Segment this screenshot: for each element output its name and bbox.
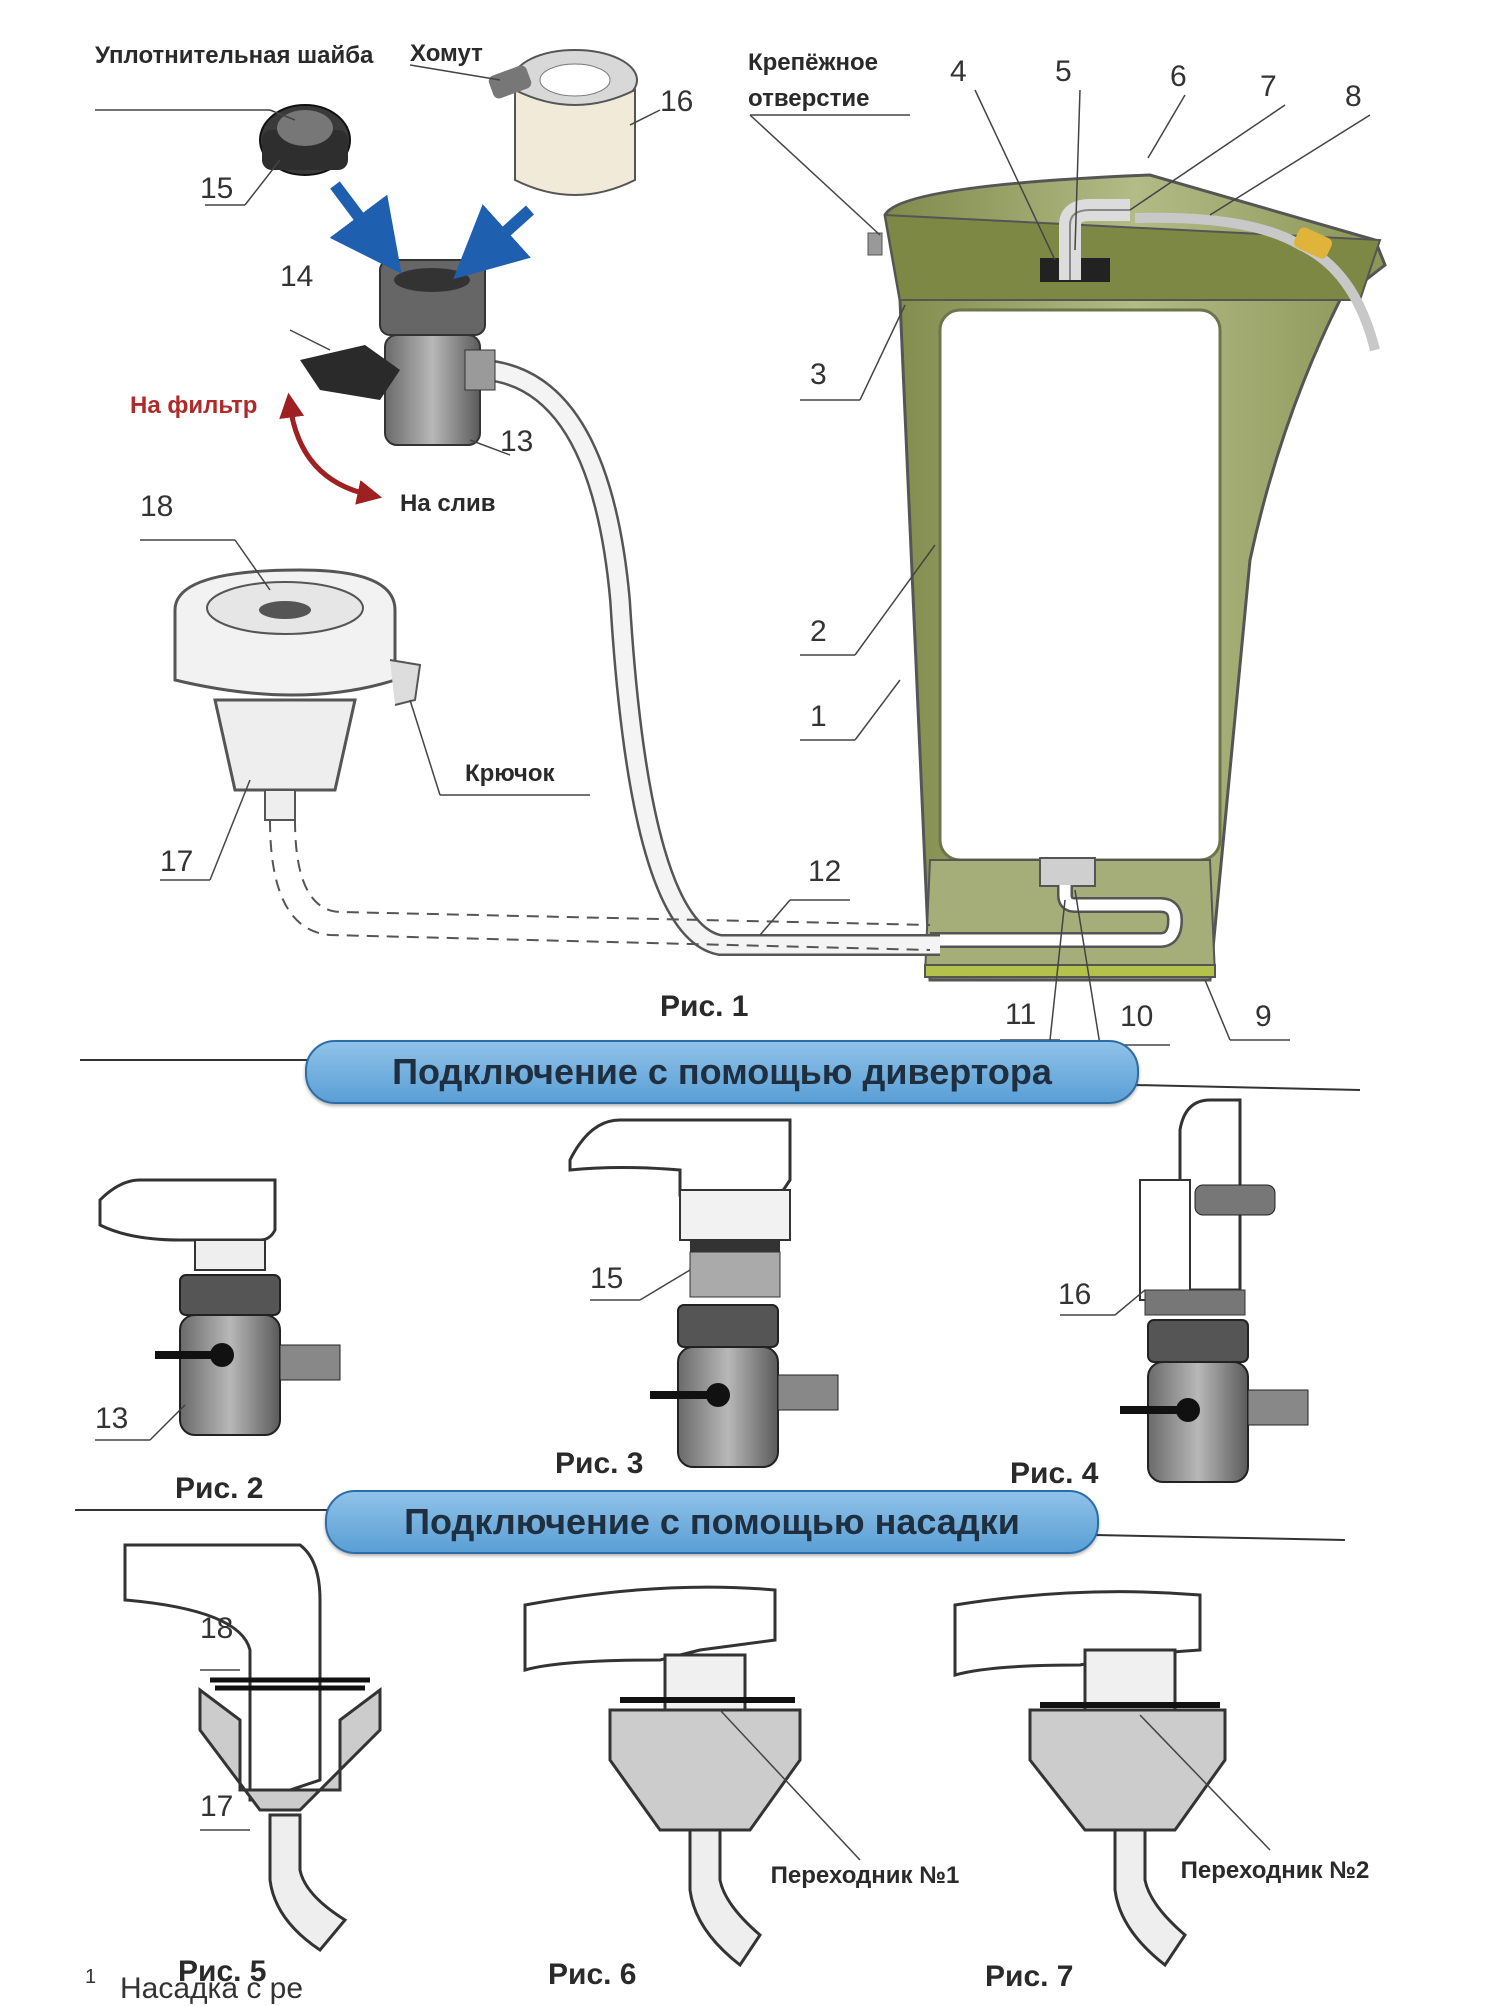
footnote-mark: 1	[85, 1966, 97, 1988]
part-number-8: 8	[1345, 80, 1362, 113]
fig5-part-18: 18	[200, 1612, 234, 1645]
filter-housing	[867, 173, 1387, 982]
leader-lines	[95, 64, 1371, 1046]
clamp-part	[488, 49, 638, 196]
footnote-text: Насадка с ре	[120, 1972, 304, 2005]
arrow-icon	[329, 181, 402, 274]
diverter-assembly	[300, 259, 496, 446]
part-number-16: 16	[660, 85, 694, 118]
part-number-2: 2	[810, 615, 827, 648]
caption-fig1: Рис. 1	[660, 990, 749, 1023]
part-number-5: 5	[1055, 55, 1072, 88]
arrow-icon	[453, 204, 535, 280]
fig6-drawing	[523, 1585, 802, 1968]
part-number-18: 18	[140, 490, 174, 523]
fig2-part-13: 13	[95, 1402, 129, 1435]
seal-washer-part	[259, 104, 351, 176]
part-number-15: 15	[200, 172, 234, 205]
caption-fig6: Рис. 6	[548, 1958, 637, 1991]
label-clamp: Хомут	[410, 40, 483, 67]
section-banner-diverter: Подключение с помощью дивертора	[305, 1040, 1139, 1104]
part-number-1: 1	[810, 700, 827, 733]
part-number-4: 4	[950, 55, 967, 88]
part-number-14: 14	[280, 260, 314, 293]
fig5-part-17: 17	[200, 1790, 234, 1823]
switch-arrow-icon	[279, 392, 383, 505]
label-to-filter: На фильтр	[130, 392, 258, 419]
caption-fig4: Рис. 4	[1010, 1457, 1099, 1490]
part-number-9: 9	[1255, 1000, 1272, 1033]
fig3-drawing	[568, 1118, 839, 1468]
label-mount-hole: Крепёжное отверстие	[748, 49, 879, 112]
fig4-drawing	[1120, 1098, 1309, 1483]
caption-fig2: Рис. 2	[175, 1472, 264, 1505]
label-seal-washer: Уплотнительная шайба	[95, 42, 374, 69]
label-to-drain: На слив	[400, 490, 496, 517]
part-number-6: 6	[1170, 60, 1187, 93]
section-banner-nozzle: Подключение с помощью насадки	[325, 1490, 1099, 1554]
part-number-10: 10	[1120, 1000, 1154, 1033]
fig4-part-16: 16	[1058, 1278, 1092, 1311]
part-number-13: 13	[500, 425, 534, 458]
nozzle-part	[173, 568, 422, 821]
part-number-17: 17	[160, 845, 194, 878]
fig5-drawing	[123, 1543, 382, 1952]
label-adapter2: Переходник №2	[1180, 1857, 1370, 1884]
caption-fig5: Рис. 5	[178, 1955, 267, 1988]
label-adapter1: Переходник №1	[770, 1862, 960, 1889]
part-number-12: 12	[808, 855, 842, 888]
part-number-7: 7	[1260, 70, 1277, 103]
fig3-part-15: 15	[590, 1262, 624, 1295]
fig2-drawing	[98, 1178, 341, 1436]
fig7-drawing	[953, 1590, 1227, 1968]
part-number-11: 11	[1005, 998, 1037, 1031]
caption-fig3: Рис. 3	[555, 1447, 644, 1480]
part-number-3: 3	[810, 358, 827, 391]
caption-fig7: Рис. 7	[985, 1960, 1074, 1993]
label-hook: Крючок	[465, 760, 555, 787]
